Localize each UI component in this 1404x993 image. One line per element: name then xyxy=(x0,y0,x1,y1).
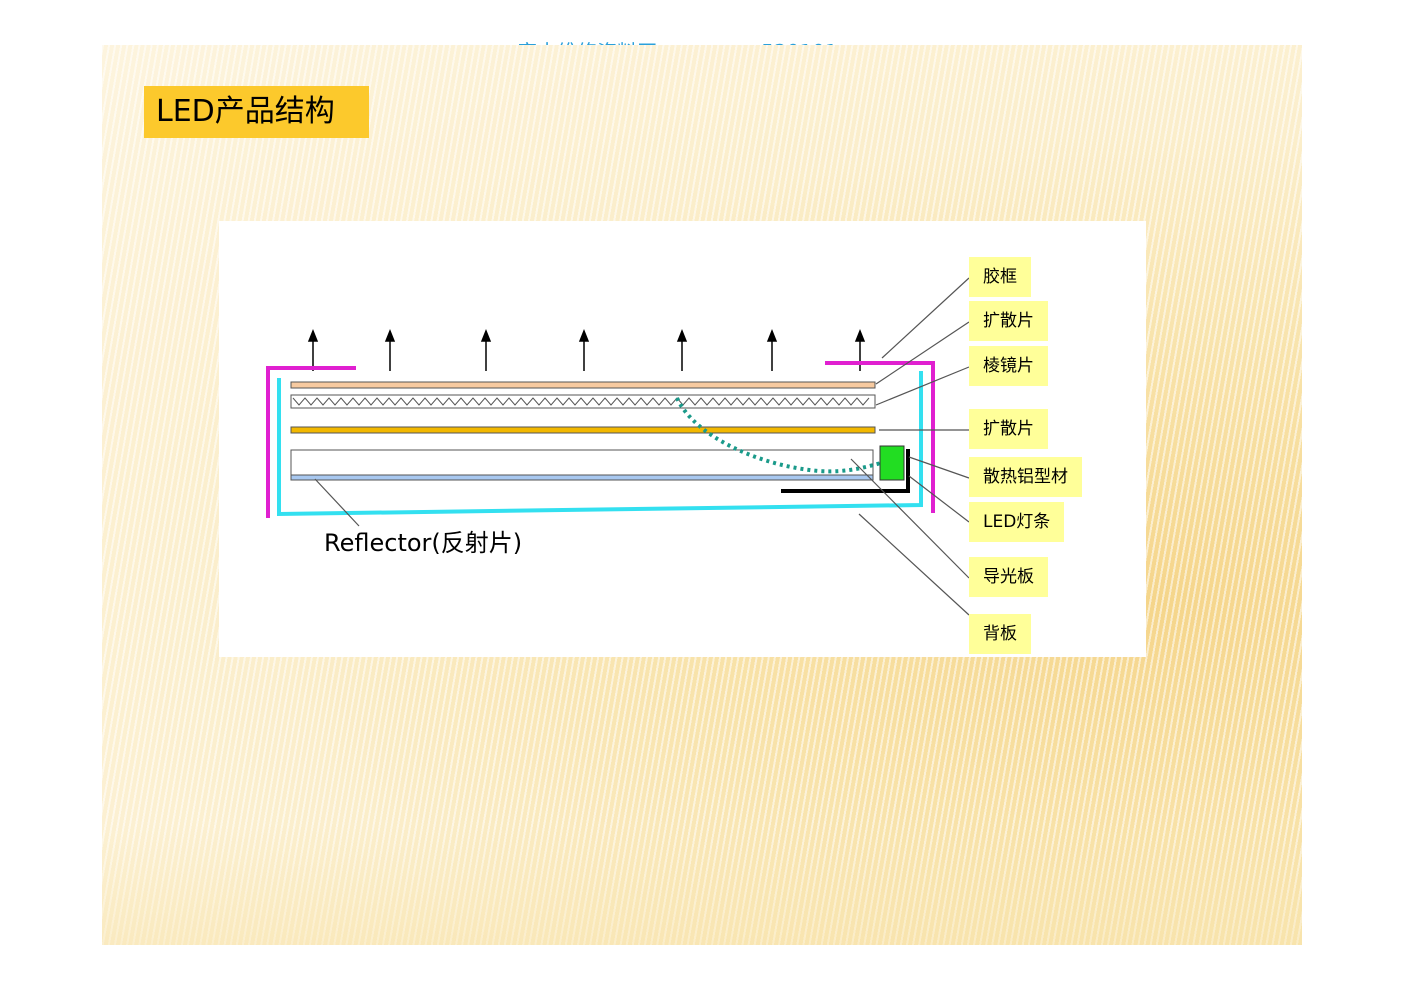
label-heat-sink: 散热铝型材 xyxy=(969,457,1082,497)
label-led-strip: LED灯条 xyxy=(969,502,1065,542)
arrow-head-5 xyxy=(676,328,688,342)
label-diffuser-bottom: 扩散片 xyxy=(969,409,1048,449)
slide-title: LED产品结构 xyxy=(144,86,369,138)
led-chip xyxy=(879,445,905,481)
leader-lines xyxy=(314,277,970,616)
diffuser-middle-layer xyxy=(290,426,876,434)
back-plate xyxy=(277,371,923,517)
frame-right xyxy=(825,361,935,513)
arrow-head-7 xyxy=(854,328,866,342)
label-prism-sheet: 棱镜片 xyxy=(969,346,1048,386)
diffuser-top-layer xyxy=(290,381,876,389)
diagram-panel: 胶框 扩散片 棱镜片 扩散片 散热铝型材 LED灯条 导光板 背板 Reflec… xyxy=(219,221,1146,657)
heat-sink-profile xyxy=(781,449,910,493)
arrow-head-1 xyxy=(307,328,319,342)
label-back-plate: 背板 xyxy=(969,614,1031,654)
label-frame: 胶框 xyxy=(969,257,1031,297)
reflector-label: Reflector(反射片) xyxy=(324,529,523,557)
arrow-head-3 xyxy=(480,328,492,342)
slide: LED产品结构 xyxy=(102,45,1302,945)
led-structure-diagram xyxy=(266,277,970,616)
arrow-head-6 xyxy=(766,328,778,342)
label-diffuser-top: 扩散片 xyxy=(969,301,1048,341)
prism-zigzag xyxy=(292,397,870,406)
reflector-sheet xyxy=(290,474,874,481)
arrow-head-4 xyxy=(578,328,590,342)
label-light-guide: 导光板 xyxy=(969,557,1048,597)
light-guide-plate xyxy=(290,449,874,476)
frame-left xyxy=(266,366,356,518)
light-output-arrows xyxy=(307,328,866,371)
arrow-head-2 xyxy=(384,328,396,342)
